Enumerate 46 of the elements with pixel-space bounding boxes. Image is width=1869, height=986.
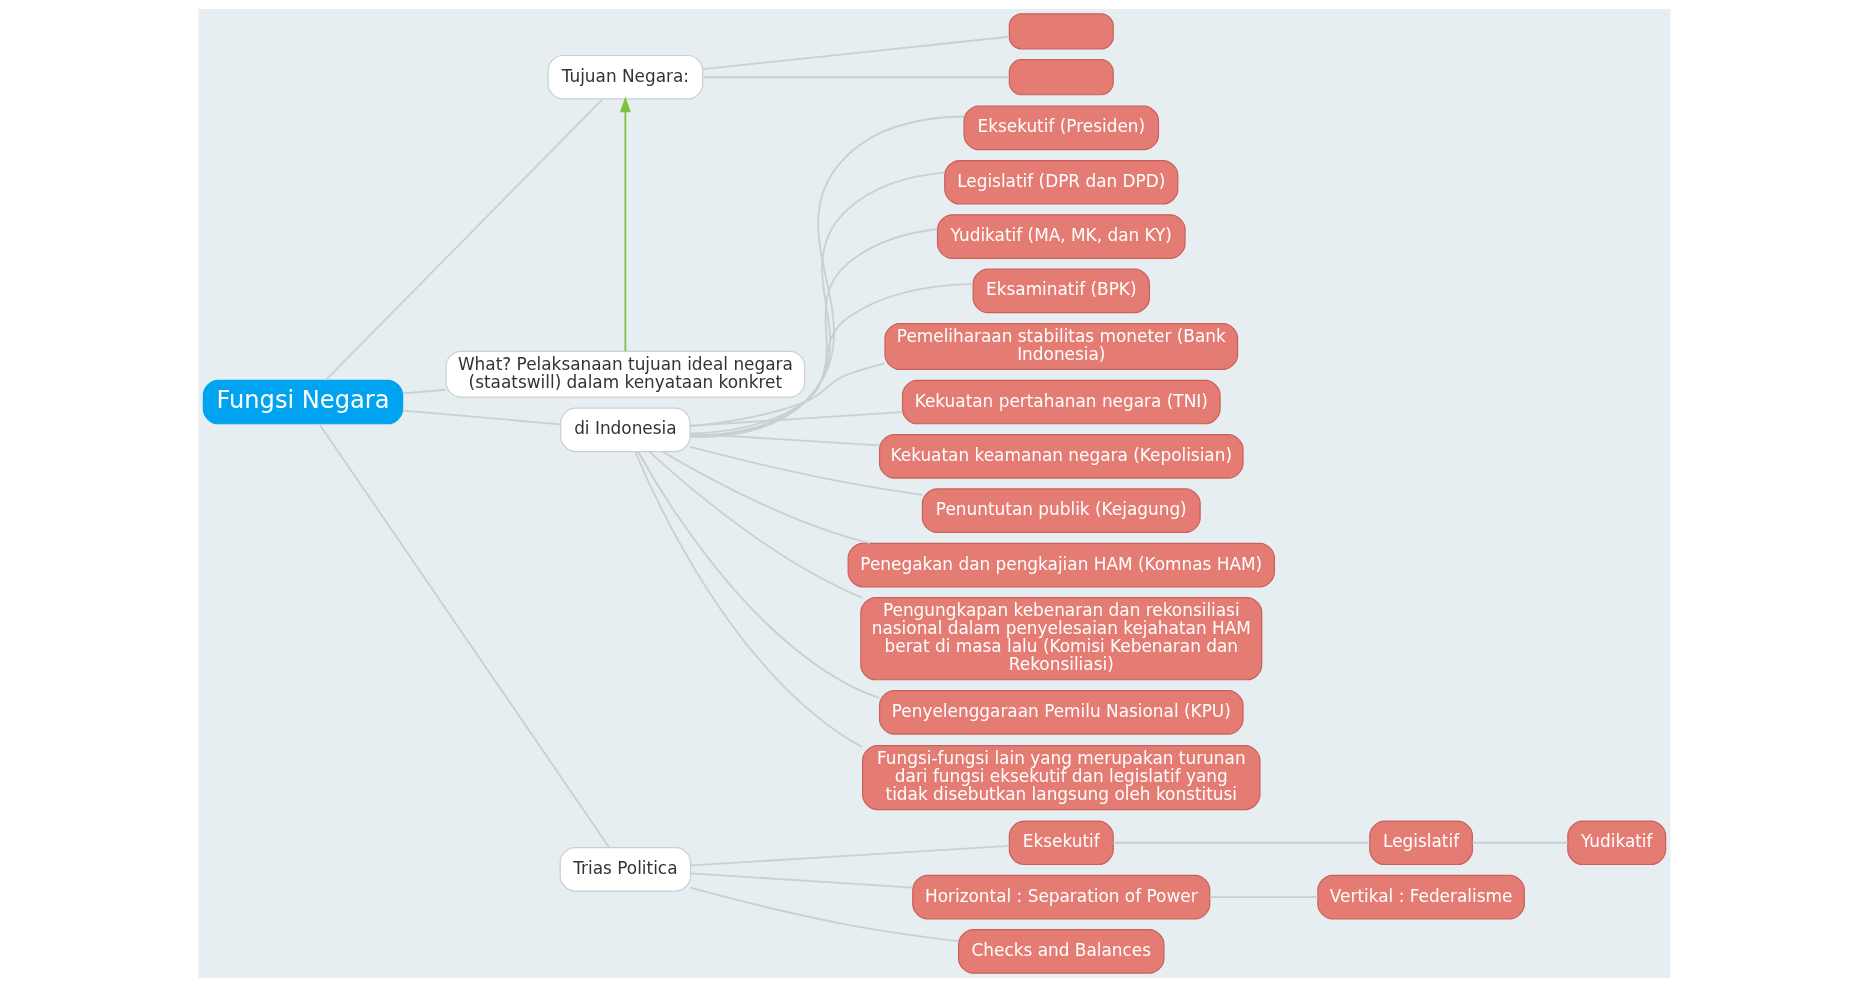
- node-box: Fungsi-fungsi lain yang merupakan turunan dari fungsi eksekutif dan legislatif yang tidak disebutkan langsung oleh konstitusi: [862, 744, 1261, 810]
- connector: [401, 388, 447, 394]
- node-box: Penegakan dan pengkajian HAM (Komnas HAM): [847, 542, 1275, 587]
- node-box: Tujuan Negara:: [547, 54, 704, 100]
- node-box: Penuntutan publik (Kejagung): [921, 487, 1201, 533]
- node-box: Penyelenggaraan Pemilu Nasional (KPU): [878, 689, 1244, 735]
- connector: [689, 410, 904, 427]
- connector: [689, 445, 924, 496]
- node-box: Yudikatif (MA, MK, dan KY): [936, 213, 1186, 259]
- node-box: Vertikal : Federalisme: [1317, 874, 1525, 919]
- node-box: Pengungkapan kebenaran dan rekonsiliasi nasional dalam penyelesaian kejahatan HAM berat di masa lalu (Komisi Kebenaran dan Rekonsiliasi): [860, 596, 1263, 680]
- node-box: Kekuatan keamanan negara (Kepolisian): [878, 433, 1244, 479]
- node-box: Legislatif: [1369, 819, 1474, 865]
- node-box: Eksekutif (Presiden): [963, 105, 1160, 150]
- node-box: Kekuatan pertahanan negara (TNI): [901, 379, 1221, 424]
- connector: [637, 450, 881, 699]
- node-box: Legislatif (DPR dan DPD): [944, 159, 1179, 205]
- connector: [634, 450, 864, 748]
- node-box: Eksaminatif (BPK): [972, 268, 1151, 313]
- connector: [689, 171, 946, 437]
- node-box: Yudikatif: [1567, 819, 1667, 865]
- connector: [690, 844, 1011, 866]
- connector: [689, 361, 886, 427]
- node-box: Eksekutif: [1008, 819, 1114, 865]
- connector: [401, 409, 562, 425]
- node-box: Horizontal : Separation of Power: [912, 874, 1211, 919]
- connector: [318, 422, 611, 848]
- connector: [690, 872, 914, 889]
- node-box: [1008, 12, 1114, 49]
- node-box: Fungsi Negara: [202, 379, 404, 424]
- connector: [702, 35, 1010, 70]
- connector: [689, 432, 881, 446]
- node-box: Checks and Balances: [958, 928, 1165, 974]
- connector: [648, 450, 864, 599]
- node-box: Trias Politica: [559, 846, 692, 892]
- connector: [689, 227, 939, 436]
- connector: [689, 886, 960, 942]
- connector: [689, 115, 965, 438]
- node-box: di Indonesia: [560, 406, 691, 452]
- connector: [324, 97, 604, 381]
- node-box: What? Pelaksanaan tujuan ideal negara (staatswill) dalam kenyataan konkret: [445, 350, 806, 398]
- connector: [661, 450, 871, 544]
- arrow: [619, 95, 631, 352]
- node-box: Pemeliharaan stabilitas moneter (Bank Indonesia): [884, 322, 1239, 370]
- node-box: [1008, 58, 1114, 95]
- connector: [689, 282, 974, 434]
